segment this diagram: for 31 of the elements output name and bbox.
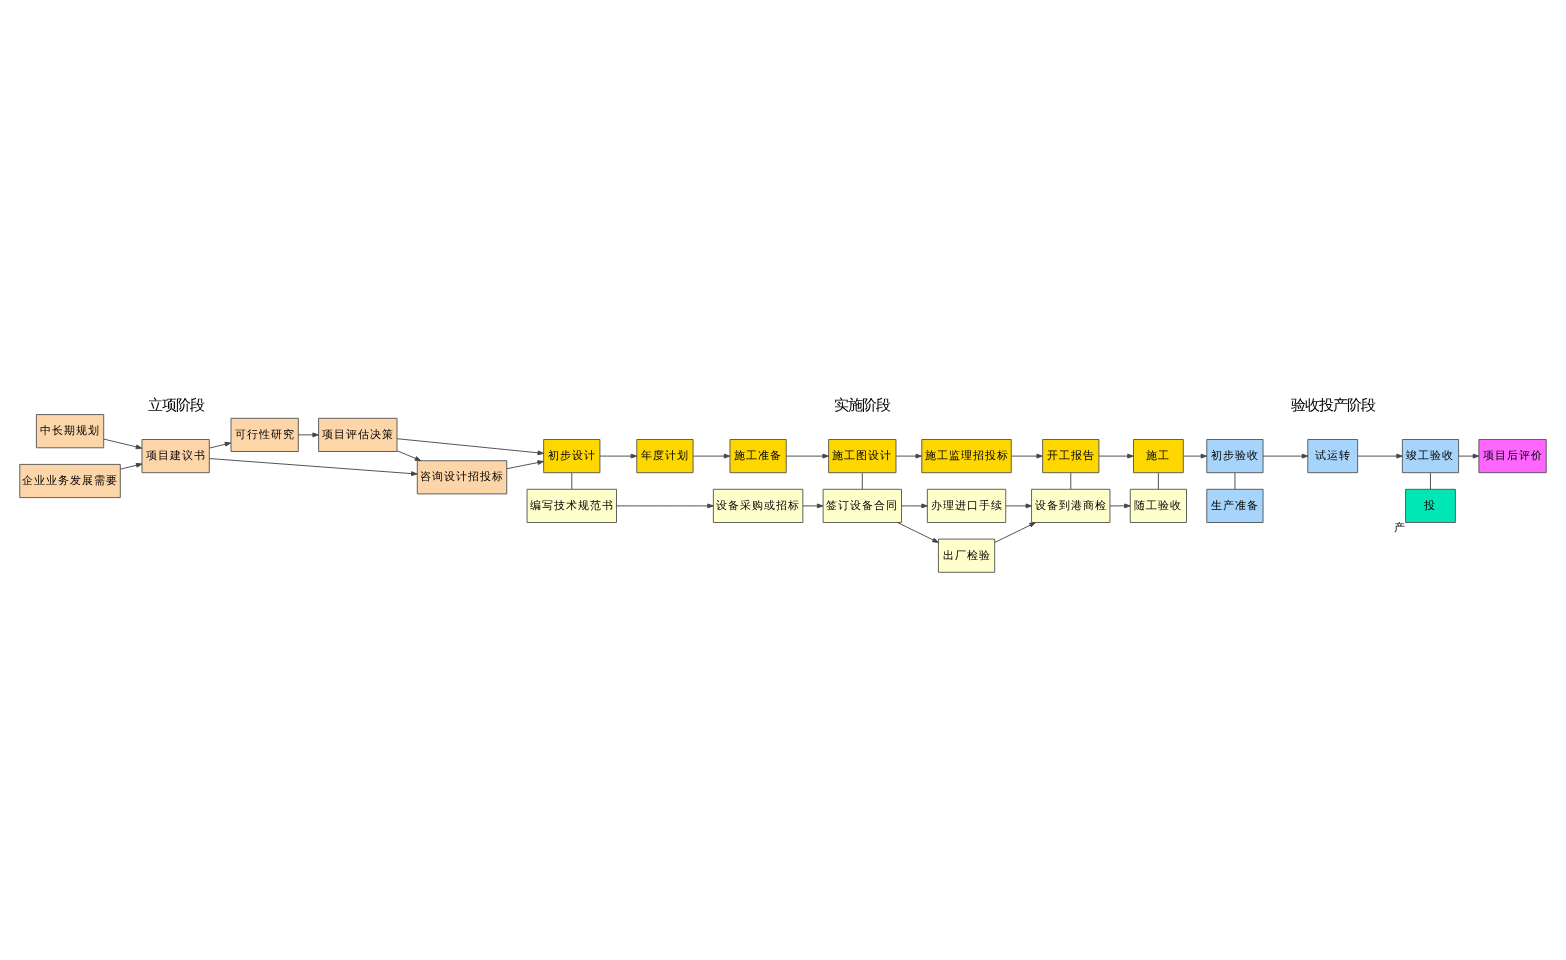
arrow [895, 452, 922, 458]
connector [1430, 471, 1431, 489]
arrow [506, 459, 544, 469]
arrow [786, 452, 829, 458]
arrow [1458, 452, 1480, 458]
arrow [1098, 452, 1134, 458]
arrow [1109, 502, 1131, 508]
arrow [994, 521, 1036, 542]
arrow [802, 502, 824, 508]
arrow [1262, 452, 1309, 458]
arrow [209, 440, 232, 448]
arrow [599, 452, 638, 458]
connector [571, 471, 573, 489]
arrow [396, 437, 544, 455]
arrow [1182, 452, 1208, 458]
connector [1234, 471, 1236, 489]
connector [861, 471, 863, 489]
arrow [1357, 452, 1403, 458]
arrow [897, 521, 939, 542]
arrow [616, 502, 714, 508]
connector [1157, 471, 1159, 489]
arrow [209, 457, 418, 475]
arrow [119, 461, 143, 469]
arrow [298, 431, 319, 437]
arrow [396, 449, 422, 461]
arrow [901, 502, 928, 508]
arrow [1005, 502, 1032, 508]
arrow [692, 452, 731, 458]
arrow [103, 437, 143, 449]
connector [1070, 471, 1072, 489]
arrow [1011, 452, 1043, 458]
